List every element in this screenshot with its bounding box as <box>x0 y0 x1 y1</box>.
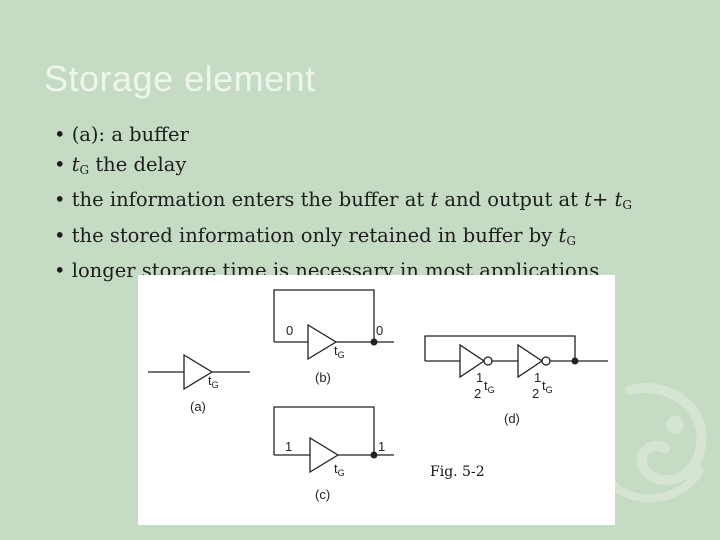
label-c-in: 1 <box>285 439 292 454</box>
label-a: (a) <box>190 399 206 414</box>
node-d-dot <box>571 357 579 365</box>
bullet-2-var: t <box>71 152 80 176</box>
buffer-c-icon <box>309 436 340 474</box>
buffer-b-icon <box>307 323 338 361</box>
bullet-4-text: the stored information only retained in … <box>71 223 559 247</box>
buffer-a-icon <box>183 353 214 391</box>
bullet-3-var3: t <box>614 188 623 211</box>
bullet-4-sub: G <box>566 233 576 248</box>
label-c: (c) <box>315 487 330 502</box>
label-d: (d) <box>504 411 520 426</box>
bullet-3-plus: + <box>591 188 615 211</box>
wire-c-feedback <box>273 406 375 455</box>
label-a-tg: tG <box>208 373 219 390</box>
label-b-out: 0 <box>376 323 383 338</box>
circuit-figure: tG (a) 0 0 tG (b) 1 1 tG (c) 1 2 tG 1 2 … <box>138 275 615 525</box>
label-b: (b) <box>315 370 331 385</box>
circuit-diagram: tG (a) 0 0 tG (b) 1 1 tG (c) 1 2 tG 1 2 … <box>148 289 608 502</box>
bullet-2: • tG the delay <box>54 152 187 177</box>
bullet-1-text: (a): a buffer <box>71 123 189 146</box>
label-b-in: 0 <box>286 323 293 338</box>
bullet-4: • the stored information only retained i… <box>54 223 576 248</box>
label-d-tg2: tG <box>542 378 553 395</box>
bullet-4-var: t <box>558 223 567 247</box>
bullet-3-mid: and output at <box>438 188 585 211</box>
bullet-2-sub: G <box>79 162 90 177</box>
bullet-list: • (a): a buffer • tG the delay • the inf… <box>54 120 704 286</box>
node-c-dot <box>370 451 378 459</box>
label-d-tg1: tG <box>484 378 495 395</box>
label-b-tg: tG <box>334 343 345 360</box>
node-b-dot <box>370 338 378 346</box>
inverter-1-bubble <box>483 356 493 366</box>
bullet-2-text: the delay <box>89 152 187 176</box>
bullet-3-sub: G <box>622 198 632 212</box>
label-c-out: 1 <box>378 439 385 454</box>
inverter-1-icon <box>459 343 486 379</box>
figure-caption: Fig. 5-2 <box>430 464 485 480</box>
label-c-tg: tG <box>334 461 345 478</box>
label-d-num2: 1 <box>534 370 541 385</box>
inverter-2-icon <box>517 343 544 379</box>
inverter-2-bubble <box>541 356 551 366</box>
bullet-3-text: the information enters the buffer at <box>71 188 431 211</box>
bullet-1: • (a): a buffer <box>54 123 189 146</box>
label-d-den1: 2 <box>474 386 481 401</box>
slide-title: Storage element <box>44 58 316 99</box>
label-d-den2: 2 <box>532 386 539 401</box>
wire-d-feedback <box>424 335 576 361</box>
label-d-num1: 1 <box>476 370 483 385</box>
bullet-3-var2: t <box>584 188 592 211</box>
wire-b-feedback <box>273 289 375 342</box>
bullet-3-var: t <box>430 188 439 211</box>
bullet-3: • the information enters the buffer at t… <box>54 188 632 212</box>
